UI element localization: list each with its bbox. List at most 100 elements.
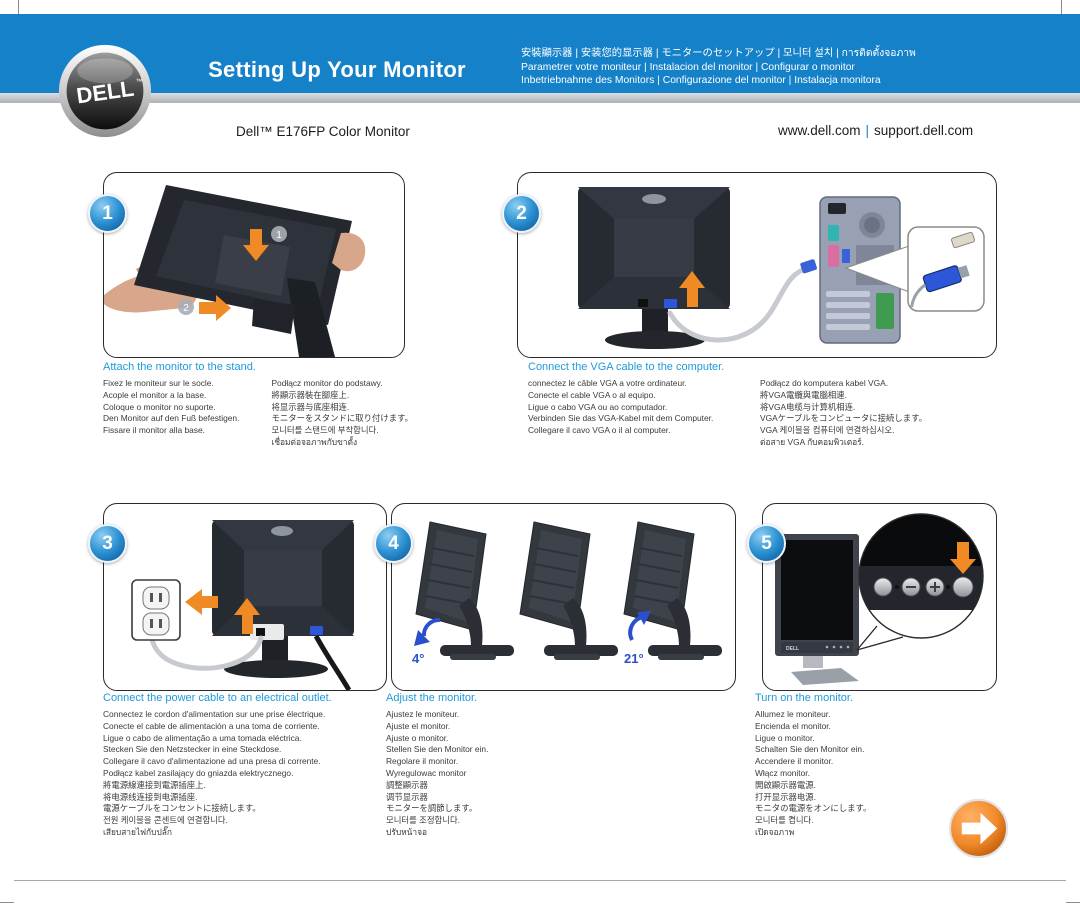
step-3-illustration (103, 503, 387, 691)
step-5-illustration: DELL (762, 503, 997, 691)
instruction-line: 将VGA电缆与计算机相连. (760, 401, 856, 412)
instruction-line: Regolare il monitor. (386, 756, 459, 767)
instruction-line: 打开显示器电源. (755, 791, 816, 802)
instruction-line: 將顯示器裝在腳座上. (271, 389, 350, 400)
instruction-line: Coloque o monitor no suporte. (103, 401, 216, 412)
instruction-line: 모니터를 스탠드에 부착합니다. (271, 425, 379, 436)
step-1-title: Attach the monitor to the stand. (103, 361, 256, 373)
crop-mark (1066, 902, 1080, 903)
stand-base (791, 668, 859, 685)
step-2-illustration (517, 172, 997, 358)
instruction-line: 모니터를 켭니다. (755, 815, 814, 826)
instruction-line: Collegare il cavo d'alimentazione ad una… (103, 756, 321, 767)
monitor-logo-oval (271, 526, 293, 536)
header-divider-bar (0, 93, 1080, 103)
trademark-symbol: ™ (136, 78, 143, 85)
stand-base (605, 331, 705, 349)
instruction-line: Ligue o cabo de alimentação a uma tomada… (103, 732, 302, 743)
stand-neck (803, 656, 823, 668)
instruction-line: 将电源线连接到电源插座. (103, 791, 198, 802)
multilingual-titles: 安裝顯示器 | 安装您的显示器 | モニターのセットアップ | 모니터 설치 |… (521, 47, 1061, 88)
orange-down-arrow-icon (950, 542, 976, 574)
vesa-plate (215, 235, 290, 296)
instruction-line: เชื่อมต่อจอภาพกับขาตั้ง (271, 436, 358, 447)
step-4-illustration: 4° 21° (391, 503, 736, 691)
step-4-badge: 4 (374, 524, 413, 563)
step-3-instructions: Connect the power cable to an electrical… (103, 692, 388, 839)
step-5-translations: Allumez le moniteur.Encienda el monitor.… (755, 709, 871, 839)
langs-line-2: Parametrer votre moniteur | Instalacion … (521, 61, 855, 73)
instruction-line: モニターを調節します。 (386, 803, 478, 814)
instruction-line: 전원 케이블을 콘센트에 연결합니다. (103, 815, 228, 826)
instruction-line: Acople el monitor a la base. (103, 389, 207, 400)
callout-wedge-line (856, 625, 878, 651)
orange-down-arrow-icon (243, 229, 269, 261)
step-1-translations-col1: Fixez le moniteur sur le socle.Acople el… (103, 378, 271, 449)
vga-cable-tail (910, 283, 927, 308)
step-2-translations-col2: Podłącz do komputera kabel VGA.將VGA電纜與電腦… (760, 378, 927, 449)
power-port (638, 299, 648, 307)
slot-4 (826, 324, 870, 330)
tower-psu (828, 203, 846, 214)
callout-2-circle (178, 299, 194, 315)
langs-line-3: Inbetriebnahme des Monitors | Configuraz… (521, 75, 881, 87)
step-2-title: Connect the VGA cable to the computer. (528, 361, 725, 373)
step-5-badge: 5 (747, 524, 786, 563)
dell-websites: www.dell.com|support.dell.com (778, 123, 973, 138)
crop-mark (0, 902, 14, 903)
step-2-badge: 2 (502, 194, 541, 233)
next-page-button[interactable] (948, 798, 1009, 859)
vga-cable (667, 265, 811, 343)
instruction-line: 調整顯示器 (386, 779, 428, 790)
instruction-line: Fissare il monitor alla base. (103, 425, 205, 436)
instruction-line: Ajustez le moniteur. (386, 709, 460, 719)
vga-port (310, 626, 323, 635)
socket-slot (159, 619, 162, 628)
step-5-instructions: Turn on the monitor. Allumez le moniteur… (755, 692, 1000, 839)
power-port (256, 628, 265, 636)
product-name: Dell™ E176FP Color Monitor (236, 124, 410, 139)
instruction-line: เปิดจอภาพ (755, 826, 795, 837)
orange-right-arrow-icon (199, 295, 231, 321)
tower-fan-center (864, 217, 880, 233)
slot-3 (826, 313, 870, 319)
monitor-logo-oval (642, 194, 666, 204)
instruction-line: Ligue o monitor. (755, 732, 815, 743)
instruction-line: Ajuste el monitor. (386, 720, 451, 731)
tilt-forward-angle-label: 4° (412, 651, 424, 666)
monitor-side-view-3 (623, 521, 723, 661)
instruction-line: Accendere il monitor. (755, 756, 834, 767)
instruction-line: 將VGA電纜與電腦相連. (760, 389, 848, 400)
stand-base (224, 660, 328, 678)
step-3-title: Connect the power cable to an electrical… (103, 692, 332, 704)
vga-port (664, 299, 677, 308)
instruction-line: 모니터를 조정합니다. (386, 815, 460, 826)
instruction-line: 将显示器与底座相连. (271, 401, 350, 412)
instruction-line: Conecte el cable de alimentación a una t… (103, 720, 320, 731)
instruction-line: Allumez le moniteur. (755, 709, 831, 719)
outlet-socket-top (142, 586, 170, 610)
monitor-bottom-bezel (781, 642, 853, 653)
signal-cord (313, 634, 352, 690)
instruction-line: 將電源線連接到電源插座上. (103, 779, 206, 790)
outlet-socket-bottom (142, 612, 170, 636)
port-green (876, 293, 894, 329)
orange-left-arrow-icon (185, 589, 218, 615)
bezel-button-dot (839, 645, 843, 649)
instruction-line: เสียบสายไฟกับปลั๊ก (103, 826, 172, 837)
instruction-line: 電源ケーブルをコンセントに接続します。 (103, 803, 261, 814)
tilt-back-arrow-icon (628, 615, 644, 641)
instruction-line: 開啟顯示器電源. (755, 779, 816, 790)
monitor-side-view-1 (415, 521, 515, 661)
step-4-instructions: Adjust the monitor. Ajustez le moniteur.… (386, 692, 646, 839)
bezel-button-dot (832, 645, 836, 649)
indicator-dot (946, 585, 950, 589)
page-title: Setting Up Your Monitor (208, 57, 466, 82)
callout-2-number: 2 (183, 303, 189, 314)
socket-slot (150, 619, 153, 628)
orange-up-arrow-icon (679, 271, 705, 307)
dell-logo-icon: DELL ™ (58, 44, 152, 138)
orange-up-arrow-icon (234, 598, 260, 634)
step-3-translations: Connectez le cordon d'alimentation sur u… (103, 709, 325, 839)
